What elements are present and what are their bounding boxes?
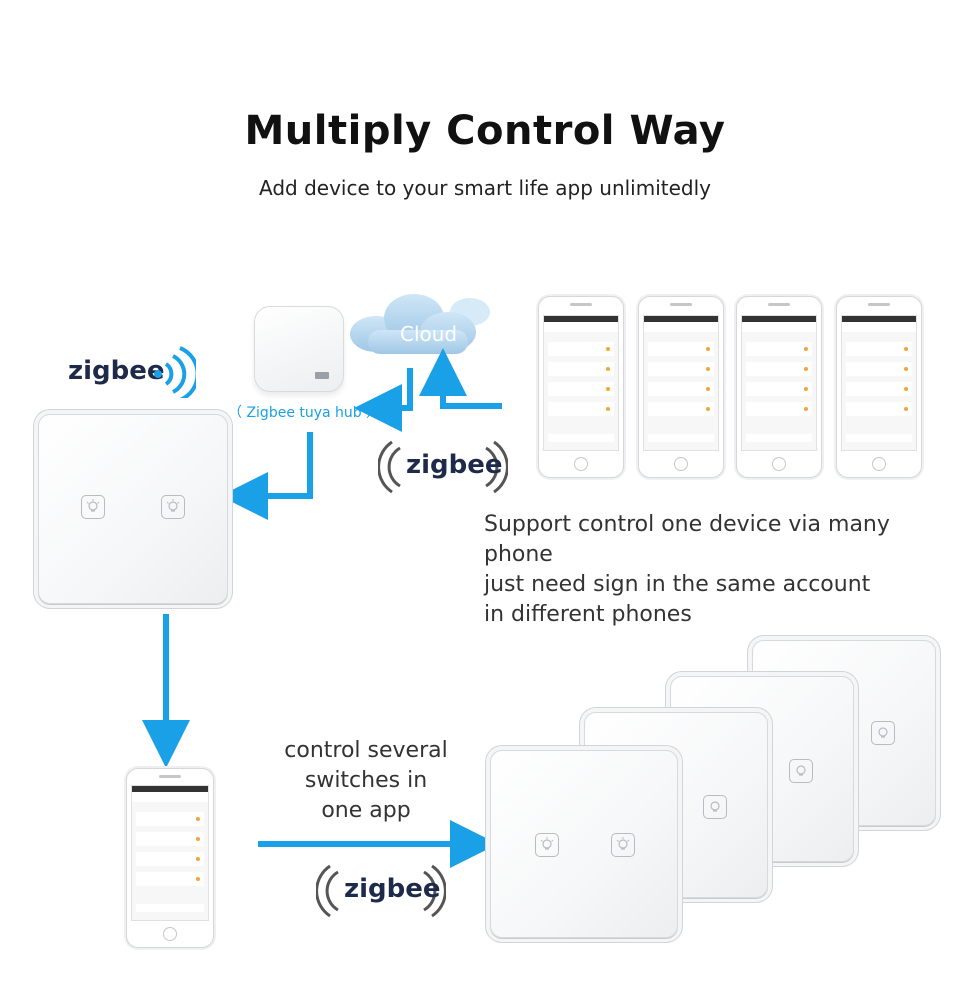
wave-icon xyxy=(316,864,446,918)
wave-icon xyxy=(378,440,508,494)
bulb-icon xyxy=(611,833,635,857)
phone-2 xyxy=(638,296,724,478)
phone-app xyxy=(126,768,214,948)
hub-port xyxy=(315,372,329,379)
bulb-icon xyxy=(161,495,185,519)
bulb-icon xyxy=(703,795,727,819)
several-line-1: control several xyxy=(284,738,448,763)
hub-label: （ Zigbee tuya hub ） xyxy=(228,405,381,421)
support-line-1: Support control one device via many phon… xyxy=(484,512,890,567)
zigbee-logo-text: zigbee xyxy=(68,356,165,386)
tuya-hub-device xyxy=(254,306,344,392)
support-line-3: in different phones xyxy=(484,602,692,627)
zigbee-badge-bottom: zigbee xyxy=(316,860,446,922)
zigbee-badge-top: zigbee xyxy=(378,436,508,498)
several-line-3: one app xyxy=(321,798,411,823)
touch-switch-1 xyxy=(490,750,678,938)
zigbee-badge-top-text: zigbee xyxy=(406,450,503,480)
zigbee-logo: zigbee xyxy=(68,346,198,398)
bulb-icon xyxy=(535,833,559,857)
several-line-2: switches in xyxy=(304,768,428,793)
bulb-icon xyxy=(789,759,813,783)
arrow-icon xyxy=(419,348,502,409)
bulb-icon xyxy=(81,495,105,519)
touch-switch-main xyxy=(38,414,228,604)
page-title: Multiply Control Way xyxy=(244,108,726,154)
phone-1 xyxy=(538,296,624,478)
page-subtitle: Add device to your smart life app unlimi… xyxy=(258,176,712,200)
zigbee-badge-bottom-text: zigbee xyxy=(344,874,441,904)
arrow-icon xyxy=(220,432,313,520)
support-text: Support control one device via many phon… xyxy=(484,510,954,630)
phone-4 xyxy=(836,296,922,478)
wifi-signal-icon xyxy=(154,346,196,398)
phone-3 xyxy=(736,296,822,478)
cloud-graphic: Cloud xyxy=(348,290,498,358)
arrow-icon xyxy=(354,368,413,432)
cloud-icon xyxy=(350,294,490,354)
several-text: control several switches in one app xyxy=(266,736,466,826)
support-line-2: just need sign in the same account xyxy=(484,572,871,597)
cloud-label: Cloud xyxy=(400,322,458,346)
bulb-icon xyxy=(871,721,895,745)
